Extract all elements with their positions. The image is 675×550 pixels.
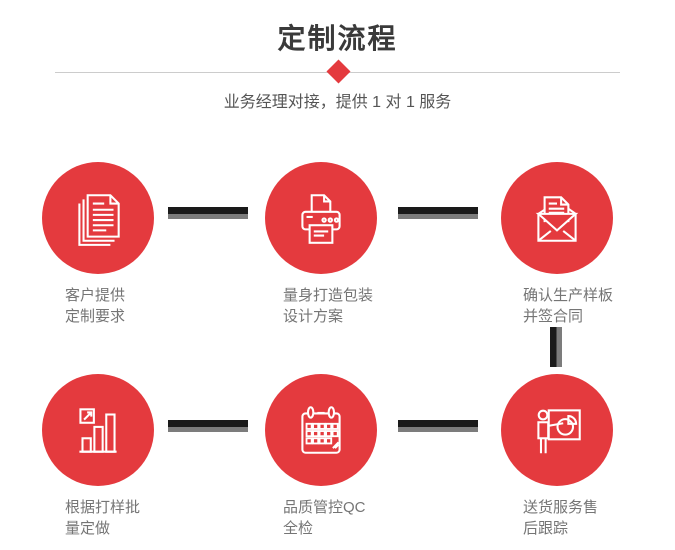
step-label-6-line1: 送货服务售 [523,499,599,516]
page-subtitle: 业务经理对接，提供 1 对 1 服务 [223,94,452,111]
step-label-1: 客户提供 定制要求 [65,285,125,327]
step-label-2-line1: 量身打造包装 [283,287,374,304]
step-label-4-line1: 根据打样批 [65,499,141,516]
step-label-4: 根据打样批 量定做 [65,497,140,539]
step-label-1-line1: 客户提供 [65,287,126,304]
diamond-marker [326,59,351,84]
step-label-4-line2: 量定做 [65,520,111,537]
step-label-5: 品质管控QC 全检 [283,497,366,539]
step-circle-4 [42,374,154,486]
step-circle-1 [42,162,154,274]
step-circle-6 [501,374,613,486]
printer-icon [301,194,341,244]
connector-step4-step5 [168,420,248,432]
connector-step2-step3 [398,207,478,219]
envelope-icon [535,196,579,242]
step-circle-5 [265,374,377,486]
step-label-5-line2: 全检 [283,520,314,537]
connector-step1-step2 [168,207,248,219]
step-label-5-line1: 品质管控QC [283,499,366,516]
step-label-3: 确认生产样板 并签合同 [523,285,613,327]
step-label-2-line2: 设计方案 [283,308,344,325]
documents-icon [78,194,120,246]
step-label-2: 量身打造包装 设计方案 [283,285,373,327]
step-label-1-line2: 定制要求 [65,308,126,325]
calendar-icon [301,406,341,454]
step-label-6-line2: 后跟踪 [523,520,569,537]
step-label-6: 送货服务售 后跟踪 [523,497,598,539]
step-circle-3 [501,162,613,274]
step-label-3-line2: 并签合同 [523,308,584,325]
step-circle-2 [265,162,377,274]
presenter-icon [537,409,581,454]
connector-step3-step6 [550,327,562,367]
connector-step5-step6 [398,420,478,432]
step-label-3-line1: 确认生产样板 [523,287,614,304]
bar-chart-icon [79,408,117,453]
page-title: 定制流程 [277,23,398,54]
